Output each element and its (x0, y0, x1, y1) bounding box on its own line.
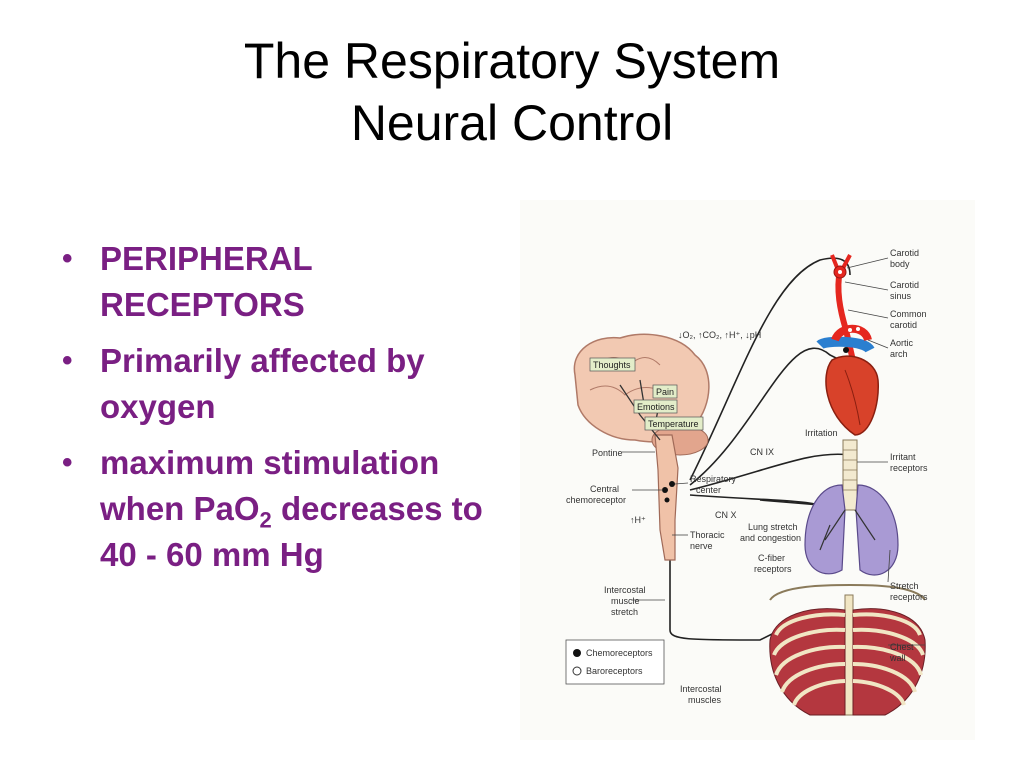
legend-box (565, 639, 665, 685)
rib (852, 662, 917, 693)
rib (852, 627, 925, 656)
c-fiber-receptors-label: C-fiber receptors (754, 553, 792, 574)
lung-stretch-label: Lung stretch and congestion (740, 522, 801, 543)
slide-title: The Respiratory System Neural Control (0, 30, 1024, 154)
bullet-item: • PERIPHERAL RECEPTORS (62, 236, 502, 328)
bullet-dot-icon: • (62, 446, 73, 479)
rib (774, 612, 846, 637)
bronchi (819, 509, 876, 551)
emotions-box (633, 399, 678, 414)
baroreceptor-legend-icon (572, 666, 582, 676)
legend-chemoreceptors: Chemoreceptors (586, 648, 653, 658)
carotid-body-label: Carotid body (890, 248, 922, 269)
heart-detail (844, 369, 861, 426)
heart (825, 355, 879, 436)
thoracic-nerve-label: Thoracic nerve (690, 530, 727, 551)
aortic-baroreceptor (848, 328, 852, 332)
pointer-common-carotid (847, 309, 889, 319)
bullet-subscript: 2 (259, 507, 272, 533)
chemoreceptor-legend-icon (573, 649, 581, 657)
carotid-body-baroreceptor (838, 270, 842, 274)
pointer-carotid-sinus (844, 281, 889, 291)
trachea-rings (843, 449, 857, 491)
thoughts-label: Thoughts (593, 360, 631, 370)
nerve-to-chest (669, 510, 781, 641)
left-intercostal-muscles (769, 608, 846, 716)
pain-box (652, 384, 678, 399)
nerve-to-lung (689, 494, 821, 506)
pointer-lines (622, 257, 925, 646)
vena-cava (816, 336, 875, 354)
bullet-text-after: decreases to 40 - 60 mm Hg (100, 490, 483, 573)
irritant-receptors-label: Irritant receptors (890, 452, 928, 473)
aortic-baroreceptor (856, 327, 860, 331)
diagram-svg: Thoughts Pain Emotions Temperature (520, 200, 975, 740)
chemical-stimuli-label: ↓O₂, ↑CO₂, ↑H⁺, ↓pH (678, 330, 761, 340)
chemoreceptor-dot (664, 497, 670, 503)
respiratory-center-label: Respiratory center (690, 474, 739, 495)
h-plus-label: ↑H⁺ (630, 515, 646, 525)
aortic-arch-label: Aortic arch (890, 338, 916, 359)
rib (852, 644, 923, 676)
left-lung (804, 484, 846, 575)
aortic-chemoreceptor (843, 347, 849, 353)
title-line-1: The Respiratory System (243, 33, 781, 89)
cn-ix-label: CN IX (750, 447, 774, 457)
nerve-cn-x (759, 499, 821, 506)
emotions-label: Emotions (637, 402, 675, 412)
intercostal-muscles-label: Intercostal muscles (680, 684, 724, 705)
rib (772, 627, 846, 656)
rib (774, 644, 846, 676)
pointer-aortic-arch (867, 339, 889, 349)
rib (852, 679, 906, 706)
respiratory-center-dot (669, 481, 675, 487)
right-intercostal-muscles (852, 608, 926, 716)
central-chemoreceptor-label: Central chemoreceptor (566, 484, 626, 505)
stretch-receptors-label: Stretch receptors (890, 581, 928, 602)
chest-wall-label: Chest wall (889, 642, 916, 663)
central-chemoreceptor-dot (662, 487, 668, 493)
title-line-2: Neural Control (350, 95, 674, 151)
aortic-arch-vessel (831, 324, 872, 342)
collarbone (769, 584, 926, 601)
bullet-text: PERIPHERAL RECEPTORS (100, 240, 313, 323)
bullet-list: • PERIPHERAL RECEPTORS • Primarily affecte… (62, 236, 502, 588)
rib (792, 679, 846, 706)
bullet-dot-icon: • (62, 242, 73, 275)
trachea (842, 439, 858, 511)
temperature-box (644, 416, 704, 431)
bullet-text: Primarily affected by oxygen (100, 342, 425, 425)
bullet-item: • maximum stimulation when PaO2 decreases… (62, 440, 502, 578)
rib (852, 612, 922, 636)
pain-label: Pain (656, 387, 674, 397)
intercostal-stretch-label: Intercostal muscle stretch (604, 585, 648, 617)
nerve-to-aortic (689, 347, 841, 486)
sternum (844, 594, 854, 716)
bullet-text-before: maximum stimulation when PaO (100, 444, 440, 527)
right-lung (855, 484, 899, 576)
legend-baroreceptors: Baroreceptors (586, 666, 643, 676)
pointer-carotid-body (846, 257, 889, 269)
bullet-dot-icon: • (62, 344, 73, 377)
cn-x-label: CN X (715, 510, 737, 520)
neural-control-diagram: Thoughts Pain Emotions Temperature (520, 200, 975, 740)
common-carotid-label: Common carotid (890, 309, 929, 330)
nerve-lines (669, 257, 851, 641)
nerve-to-carotid (689, 257, 851, 481)
carotid-sinus-label: Carotid sinus (890, 280, 922, 301)
bullet-item: • Primarily affected by oxygen (62, 338, 502, 430)
irritation-label: Irritation (805, 428, 838, 438)
nerve-to-irritant (689, 453, 851, 491)
pointer-respiratory-center (674, 482, 689, 485)
pointer-stretch (887, 549, 891, 583)
temperature-label: Temperature (648, 419, 699, 429)
pontine-label: Pontine (592, 448, 623, 458)
thoughts-box (589, 357, 636, 372)
ribs (769, 608, 926, 716)
rib (780, 662, 846, 693)
